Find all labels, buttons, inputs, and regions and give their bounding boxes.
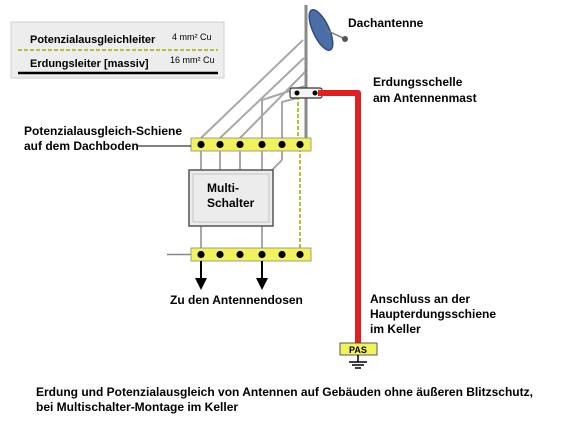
legend-earth-size: 16 mm² Cu: [170, 55, 215, 65]
rail-lower-terminal-2: [216, 250, 224, 259]
clamp-label-2: am Antennenmast: [373, 91, 477, 105]
multiswitch-label-2: Schalter: [207, 196, 255, 210]
rail-attic-label-2: auf dem Dachboden: [24, 139, 139, 153]
antenna-cables: [200, 39, 306, 139]
rail-lower-terminal-3: [236, 250, 244, 259]
rail-attic-terminal-4: [258, 140, 266, 149]
lnb-icon: [342, 36, 348, 42]
pa-wires: [297, 96, 301, 248]
rail-attic-bar: [190, 137, 312, 152]
legend-pa-label: Potenzialausgleichleiter: [30, 34, 156, 46]
rail-attic-terminal-5: [278, 140, 286, 149]
rail-lower: [167, 247, 312, 262]
legend-pa-size: 4 mm² Cu: [172, 32, 212, 42]
rail-attic-terminal-3: [236, 140, 244, 149]
multiswitch: Multi- Schalter: [188, 169, 274, 227]
arrow-down-icon: [256, 278, 268, 290]
dish-arm: [325, 29, 344, 39]
clamp-bolt-right: [312, 90, 318, 96]
drop-5b: [271, 159, 283, 171]
rail-lower-terminal-6: [296, 250, 304, 259]
connection-label-3: im Keller: [370, 322, 421, 336]
rail-attic-terminal-6: [296, 140, 304, 149]
rail-attic-label-1: Potenzialausgleich-Schiene: [24, 124, 182, 138]
main-earthing-bar: Anschluss an der Haupterdungsschiene im …: [339, 292, 496, 369]
rail-to-switch-cables: [200, 151, 283, 248]
cable-2: [219, 57, 305, 139]
arrow-down-icon: [195, 278, 207, 290]
rail-attic: Potenzialausgleich-Schiene auf dem Dachb…: [24, 124, 312, 153]
multiswitch-label-1: Multi-: [207, 181, 239, 195]
legend-earth-label: Erdungsleiter [massiv]: [30, 58, 149, 70]
caption-line-2: bei Multischalter-Montage im Keller: [36, 400, 238, 414]
rail-lower-bar: [190, 247, 312, 262]
clamp-label-1: Erdungsschelle: [373, 75, 463, 89]
pas-label: PAS: [349, 345, 367, 355]
connection-label-1: Anschluss an der: [370, 292, 470, 306]
earthing-conductor: [318, 90, 361, 345]
rail-attic-terminal-2: [216, 140, 224, 149]
earthing-clamp: Erdungsschelle am Antennenmast: [289, 75, 477, 105]
caption: Erdung und Potenzialausgleich von Antenn…: [36, 385, 533, 414]
cable-3: [239, 71, 306, 139]
legend: Potenzialausgleichleiter 4 mm² Cu Erdung…: [10, 21, 225, 79]
rail-lower-terminal-1: [197, 250, 205, 259]
outputs-label: Zu den Antennendosen: [170, 293, 303, 307]
rail-lower-terminal-5: [278, 250, 286, 259]
dish-icon: [308, 9, 334, 51]
connection-label-2: Haupterdungsschiene: [370, 307, 496, 321]
output-arrows: Zu den Antennendosen: [170, 261, 303, 307]
rail-lower-terminal-4: [258, 250, 266, 259]
cable-5: [281, 95, 306, 138]
antenna-label: Dachantenne: [348, 16, 424, 30]
multiswitch-box: [188, 169, 274, 227]
caption-line-1: Erdung und Potenzialausgleich von Antenn…: [36, 385, 533, 399]
multiswitch-inner: [192, 173, 270, 223]
clamp-bolt-left: [294, 90, 300, 96]
cable-1: [200, 39, 304, 139]
rail-attic-terminal-1: [197, 140, 205, 149]
antenna: Dachantenne: [304, 5, 424, 150]
